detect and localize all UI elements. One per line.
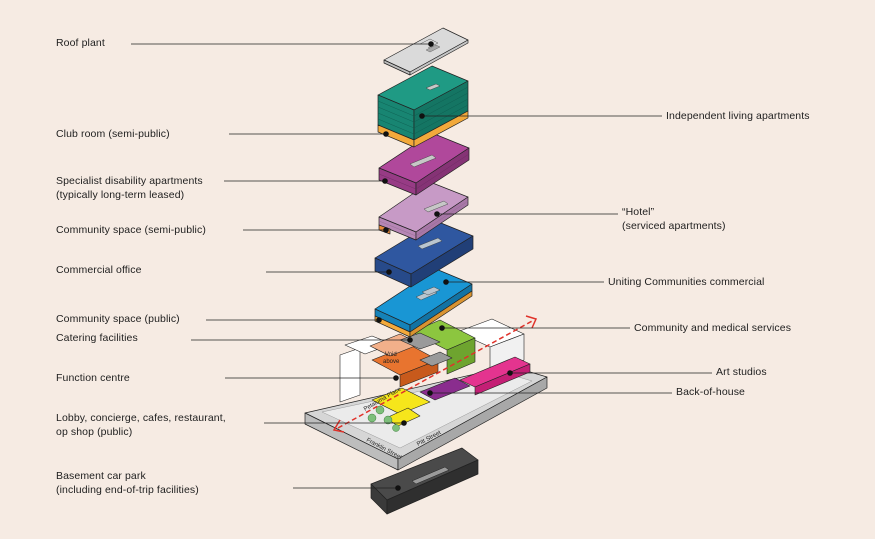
- label-catering: Catering facilities: [56, 331, 138, 345]
- leader-lines: [131, 41, 712, 491]
- leader-dot-club-room: [383, 131, 389, 137]
- label-function-centre-line: Function centre: [56, 372, 130, 384]
- label-catering-line: Catering facilities: [56, 332, 138, 344]
- label-specialist-disability-line: (typically long-term leased): [56, 189, 185, 201]
- leader-dot-uniting-commercial: [443, 279, 449, 285]
- label-community-semi-public-line: Community space (semi-public): [56, 224, 206, 236]
- leader-dot-specialist-disability: [382, 178, 388, 184]
- label-function-centre: Function centre: [56, 371, 130, 385]
- label-lobby: Lobby, concierge, cafes, restaurant, op s…: [56, 411, 226, 439]
- ground-massing: [339, 318, 531, 432]
- leader-dot-lobby: [401, 420, 407, 426]
- label-art-studios-line: Art studios: [716, 366, 767, 378]
- label-community-semi-public: Community space (semi-public): [56, 223, 206, 237]
- level-commercial-office: [374, 220, 474, 288]
- leader-dot-roof-plant: [428, 41, 434, 47]
- label-uniting-commercial: Uniting Communities commercial: [608, 275, 764, 289]
- label-community-public-line: Community space (public): [56, 313, 180, 325]
- leader-dot-community-semi-public: [383, 227, 389, 233]
- roof-plant-slab: [383, 27, 469, 76]
- label-hotel-line: “Hotel”: [622, 206, 655, 218]
- level-independent-living: [377, 65, 469, 148]
- label-hotel: “Hotel” (serviced apartments): [622, 205, 726, 233]
- label-independent-living: Independent living apartments: [666, 109, 810, 123]
- label-back-of-house-line: Back-of-house: [676, 386, 746, 398]
- leader-dot-independent-living: [419, 113, 425, 119]
- level-specialist-disability: [378, 132, 470, 196]
- leader-dot-art-studios: [507, 370, 513, 376]
- void-above-label: Void: [385, 352, 397, 358]
- label-uniting-commercial-line: Uniting Communities commercial: [608, 276, 765, 288]
- label-basement: Basement car park (including end-of-trip …: [56, 469, 199, 497]
- label-art-studios: Art studios: [716, 365, 767, 379]
- label-commercial-office-line: Commercial office: [56, 264, 142, 276]
- label-basement-line: Basement car park: [56, 470, 146, 482]
- label-commercial-office: Commercial office: [56, 263, 142, 277]
- label-community-medical: Community and medical services: [634, 321, 791, 335]
- void-above-label-2: above: [383, 359, 400, 365]
- leader-dot-commercial-office: [386, 269, 392, 275]
- label-hotel-line: (serviced apartments): [622, 220, 726, 232]
- label-community-public: Community space (public): [56, 312, 180, 326]
- label-specialist-disability-line: Specialist disability apartments: [56, 175, 203, 187]
- label-roof-plant: Roof plant: [56, 36, 105, 50]
- label-lobby-line: Lobby, concierge, cafes, restaurant,: [56, 412, 226, 424]
- label-basement-line: (including end-of-trip facilities): [56, 484, 199, 496]
- label-club-room: Club room (semi-public): [56, 127, 170, 141]
- leader-dot-back-of-house: [427, 390, 433, 396]
- leader-dot-community-public: [376, 317, 382, 323]
- label-independent-living-line: Independent living apartments: [666, 110, 810, 122]
- label-roof-plant-line: Roof plant: [56, 37, 105, 49]
- leader-dot-hotel: [434, 211, 440, 217]
- label-specialist-disability: Specialist disability apartments (typical…: [56, 174, 203, 202]
- leader-dot-catering: [407, 337, 413, 343]
- label-club-room-line: Club room (semi-public): [56, 128, 170, 140]
- leader-dot-function-centre: [393, 375, 399, 381]
- label-back-of-house: Back-of-house: [676, 385, 745, 399]
- leader-dot-community-medical: [439, 325, 445, 331]
- label-lobby-line: op shop (public): [56, 426, 133, 438]
- leader-dot-basement: [395, 485, 401, 491]
- label-community-medical-line: Community and medical services: [634, 322, 792, 334]
